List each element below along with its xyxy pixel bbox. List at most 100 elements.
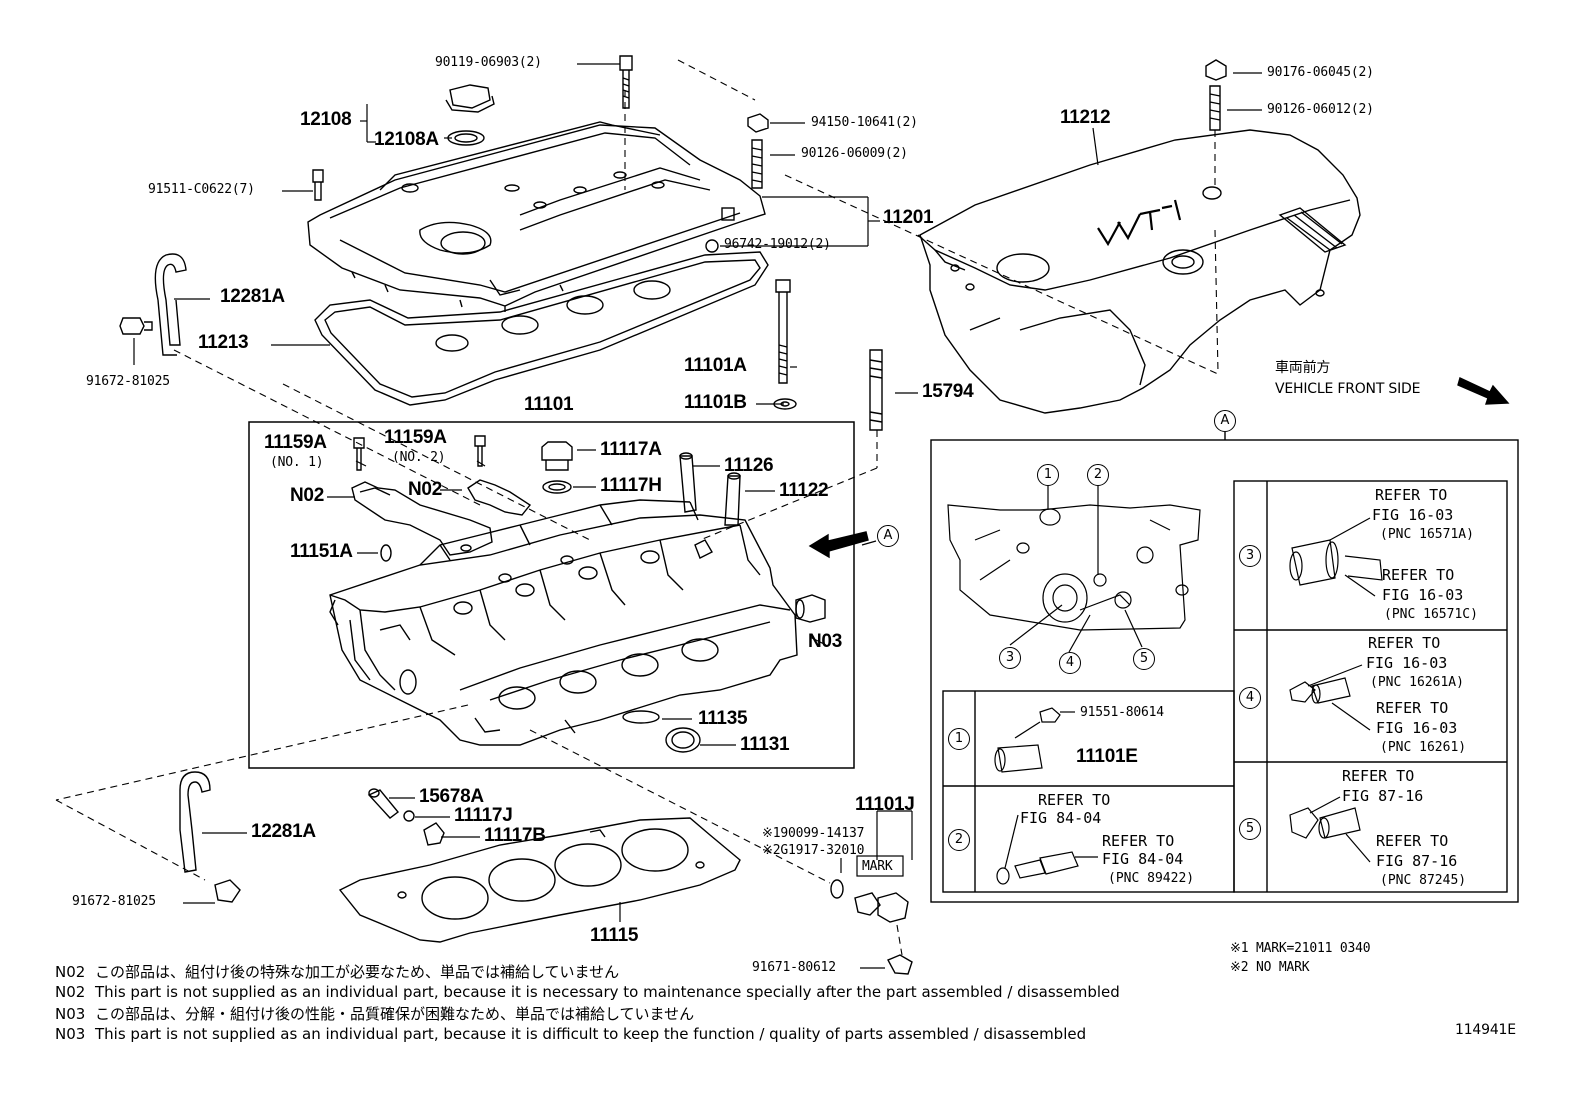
- figure-id: 114941E: [1455, 1022, 1516, 1038]
- row5-refer-fig-2: FIG 87-16: [1376, 852, 1458, 870]
- label-90176-06045: 90176-06045(2): [1267, 65, 1374, 80]
- label-91511-c0622: 91511-C0622(7): [148, 182, 255, 197]
- footnote-code: N03: [55, 1025, 86, 1043]
- row2-refer-fig-2: FIG 84-04: [1102, 850, 1184, 868]
- row3-refer-fig-1: FIG 16-03: [1372, 506, 1454, 524]
- label-12108a: 12108A: [374, 129, 439, 150]
- label-11126: 11126: [724, 455, 774, 476]
- cylinder-head: [329, 499, 798, 746]
- row4-refer-pnc-1: (PNC 16261A): [1370, 675, 1464, 690]
- label-12281a-top: 12281A: [220, 286, 285, 307]
- vvt-i-logo: [1097, 199, 1182, 247]
- label-90126-06012: 90126-06012(2): [1267, 102, 1374, 117]
- label-15678a: 15678A: [419, 786, 484, 807]
- detail-engine-sketch: [947, 485, 1201, 653]
- label-91551-80614: 91551-80614: [1080, 705, 1164, 720]
- head-plug: [541, 441, 573, 494]
- row3-refer-label-2: REFER TO: [1382, 566, 1455, 584]
- vehicle-front-en: VEHICLE FRONT SIDE: [1275, 381, 1421, 397]
- engine-cover: [917, 129, 1361, 414]
- footnote-n02-jp: N02 この部品は、組付け後の特殊な加工が必要なため、単品では補給していません: [55, 963, 619, 981]
- label-91672-81025-top: 91672-81025: [86, 374, 170, 389]
- label-90119-06903: 90119-06903(2): [435, 55, 542, 70]
- mark-note-2: ※2 NO MARK: [1230, 960, 1310, 975]
- row-marker-3: 3: [1239, 545, 1261, 567]
- detail-marker-1: 1: [1037, 464, 1059, 486]
- row2-refer-pnc: (PNC 89422): [1108, 871, 1195, 886]
- callout-a-main: A: [877, 525, 899, 547]
- label-15794: 15794: [922, 381, 974, 402]
- footnote-n03-en: N03 This part is not supplied as an indiv…: [55, 1025, 1086, 1043]
- label-2g1917-32010: ※2G1917-32010: [762, 843, 865, 858]
- footnote-text: この部品は、分解・組付け後の性能・品質確保が困難なため、単品では補給していません: [95, 1005, 695, 1023]
- label-11212: 11212: [1060, 107, 1111, 128]
- row4-refer-fig-2: FIG 16-03: [1376, 719, 1458, 737]
- cylinder-head-cover: [307, 121, 766, 312]
- row-marker-1: 1: [948, 728, 970, 750]
- footnote-code: N02: [55, 963, 86, 981]
- label-11101: 11101: [524, 394, 574, 415]
- vehicle-front-arrow: [1457, 377, 1510, 405]
- label-n02-right: N02: [408, 479, 442, 500]
- label-11117h: 11117H: [600, 475, 662, 496]
- label-91672-81025-bottom: 91672-81025: [72, 894, 156, 909]
- row3-refer-pnc-2: (PNC 16571C): [1384, 607, 1478, 622]
- label-11159a-no1: 11159A: [264, 432, 327, 453]
- detail-row2-parts: [996, 814, 1098, 885]
- row4-refer-fig-1: FIG 16-03: [1366, 654, 1448, 672]
- engine-hanger-top: [154, 253, 187, 356]
- row3-refer-label-1: REFER TO: [1375, 486, 1448, 504]
- label-11159a-no1-sub: (NO. 1): [270, 455, 324, 470]
- row2-refer-fig-1: FIG 84-04: [1020, 809, 1102, 827]
- footnote-text: This part is not supplied as an individu…: [95, 1025, 1087, 1043]
- footnote-text: この部品は、組付け後の特殊な加工が必要なため、単品では補給していません: [95, 963, 620, 981]
- detail-marker-2: 2: [1087, 464, 1109, 486]
- head-gasket: [338, 817, 741, 943]
- label-12281a-bottom: 12281A: [251, 821, 316, 842]
- footnote-code: N03: [55, 1005, 86, 1023]
- footnote-text: This part is not supplied as an individu…: [95, 983, 1120, 1001]
- cylinder-head-frame: [248, 421, 855, 769]
- label-11117a: 11117A: [600, 439, 662, 460]
- cover-gasket: [314, 251, 769, 406]
- front-direction-arrow: [808, 531, 869, 559]
- label-mark: MARK: [862, 859, 893, 874]
- camshaft-caps: [351, 479, 532, 556]
- row2-refer-label-1: REFER TO: [1038, 791, 1111, 809]
- label-11159a-no2: 11159A: [384, 427, 447, 448]
- label-11117b: 11117B: [484, 825, 546, 846]
- label-90126-06009: 90126-06009(2): [801, 146, 908, 161]
- label-12108: 12108: [300, 109, 352, 130]
- label-11101e: 11101E: [1076, 746, 1138, 767]
- row5-refer-fig-1: FIG 87-16: [1342, 787, 1424, 805]
- row4-refer-label-1: REFER TO: [1368, 634, 1441, 652]
- cam-position-sensor: [830, 855, 909, 923]
- detail-hose-parts: [1289, 517, 1383, 863]
- label-11101b: 11101B: [684, 392, 747, 413]
- detail-marker-5: 5: [1133, 648, 1155, 670]
- label-11101a: 11101A: [684, 355, 747, 376]
- row2-refer-label-2: REFER TO: [1102, 832, 1175, 850]
- label-11135: 11135: [698, 708, 748, 729]
- label-11115: 11115: [590, 925, 639, 946]
- detail-a-frame: [930, 432, 1519, 903]
- label-190099-14137: ※190099-14137: [762, 826, 865, 841]
- leader-lines: [133, 63, 1262, 969]
- label-11201: 11201: [883, 207, 934, 228]
- detail-marker-4: 4: [1059, 652, 1081, 674]
- row5-refer-label-1: REFER TO: [1342, 767, 1415, 785]
- mark-note-1: ※1 MARK=21011 0340: [1230, 941, 1371, 956]
- footnote-n03-jp: N03 この部品は、分解・組付け後の性能・品質確保が困難なため、単品では補給してい…: [55, 1005, 694, 1023]
- label-n03: N03: [808, 631, 842, 652]
- alignment-lines: [55, 59, 1221, 956]
- callout-a-detail: A: [1214, 410, 1236, 432]
- label-11101j: 11101J: [855, 794, 915, 815]
- row5-refer-pnc: (PNC 87245): [1380, 873, 1467, 888]
- label-11131: 11131: [740, 734, 790, 755]
- label-11159a-no2-sub: (NO. 2): [392, 450, 446, 465]
- oil-filler-cap: [445, 84, 495, 146]
- label-94150-10641: 94150-10641(2): [811, 115, 918, 130]
- label-91671-80612: 91671-80612: [752, 960, 836, 975]
- label-n02-left: N02: [290, 485, 324, 506]
